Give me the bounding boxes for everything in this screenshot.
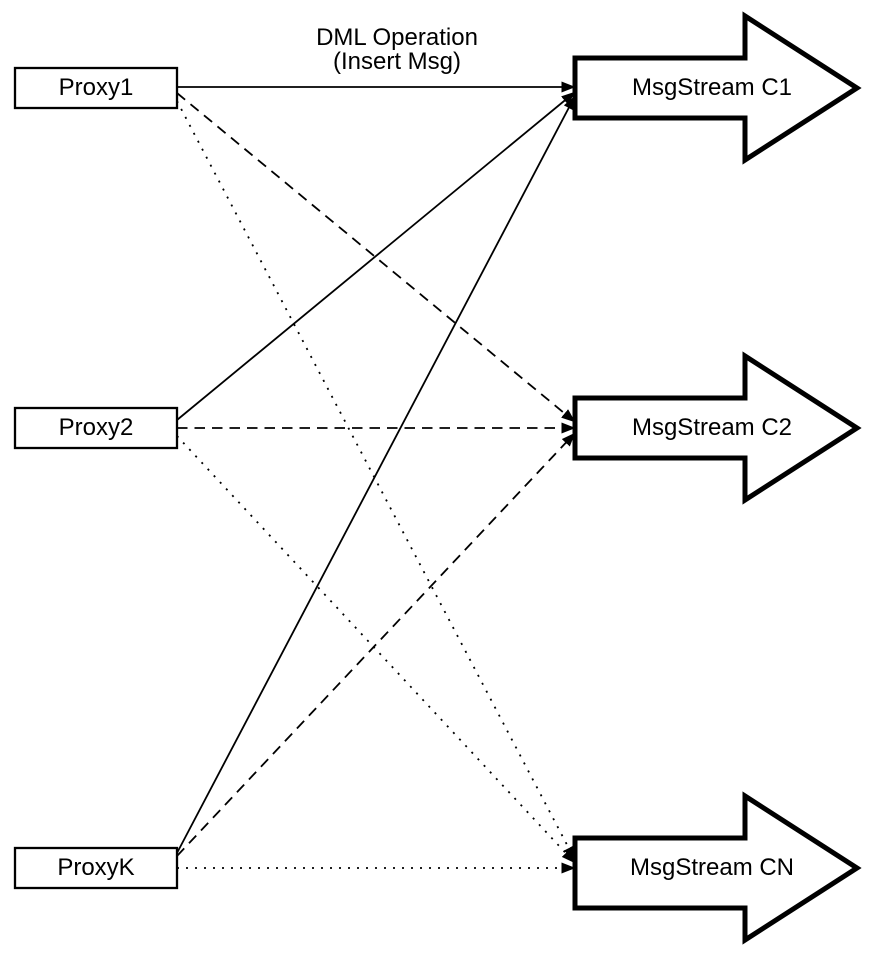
msgstream-c1-arrow (572, 11, 862, 165)
edge-proxy2-to-msgstream-cn (176, 435, 576, 864)
proxyk-node: ProxyK (13, 846, 179, 890)
edge-proxyk-to-msgstream-c2 (176, 432, 576, 857)
msgstream-cn-label: MsgStream CN (630, 854, 794, 881)
edges-layer (176, 81, 576, 874)
edge-proxy2-to-msgstream-c1 (176, 91, 576, 421)
msgstream-cn-arrow (572, 791, 862, 945)
edge-proxy1-to-msgstream-c2 (176, 92, 576, 423)
proxyk-box (13, 846, 179, 890)
msgstream-c2-arrow (572, 351, 862, 505)
edge-proxy1-to-msgstream-cn (176, 100, 576, 861)
msgstream-c1-node: MsgStream C1 (572, 11, 862, 165)
msgstream-cn-node: MsgStream CN (572, 791, 862, 945)
proxyk-label: ProxyK (57, 854, 134, 881)
proxy2-node: Proxy2 (13, 406, 179, 450)
proxy1-node: Proxy1 (13, 66, 179, 110)
proxy2-box (13, 406, 179, 450)
msgstream-c2-label: MsgStream C2 (632, 414, 792, 441)
proxy2-label: Proxy2 (59, 414, 134, 441)
diagram-title-line1: DML Operation (316, 24, 478, 51)
proxy1-box (13, 66, 179, 110)
msgstream-c1-label: MsgStream C1 (632, 74, 792, 101)
msgstream-c2-node: MsgStream C2 (572, 351, 862, 505)
proxy1-label: Proxy1 (59, 74, 134, 101)
diagram-title-line2: (Insert Msg) (333, 48, 461, 75)
edge-proxyk-to-msgstream-c1 (176, 95, 576, 854)
